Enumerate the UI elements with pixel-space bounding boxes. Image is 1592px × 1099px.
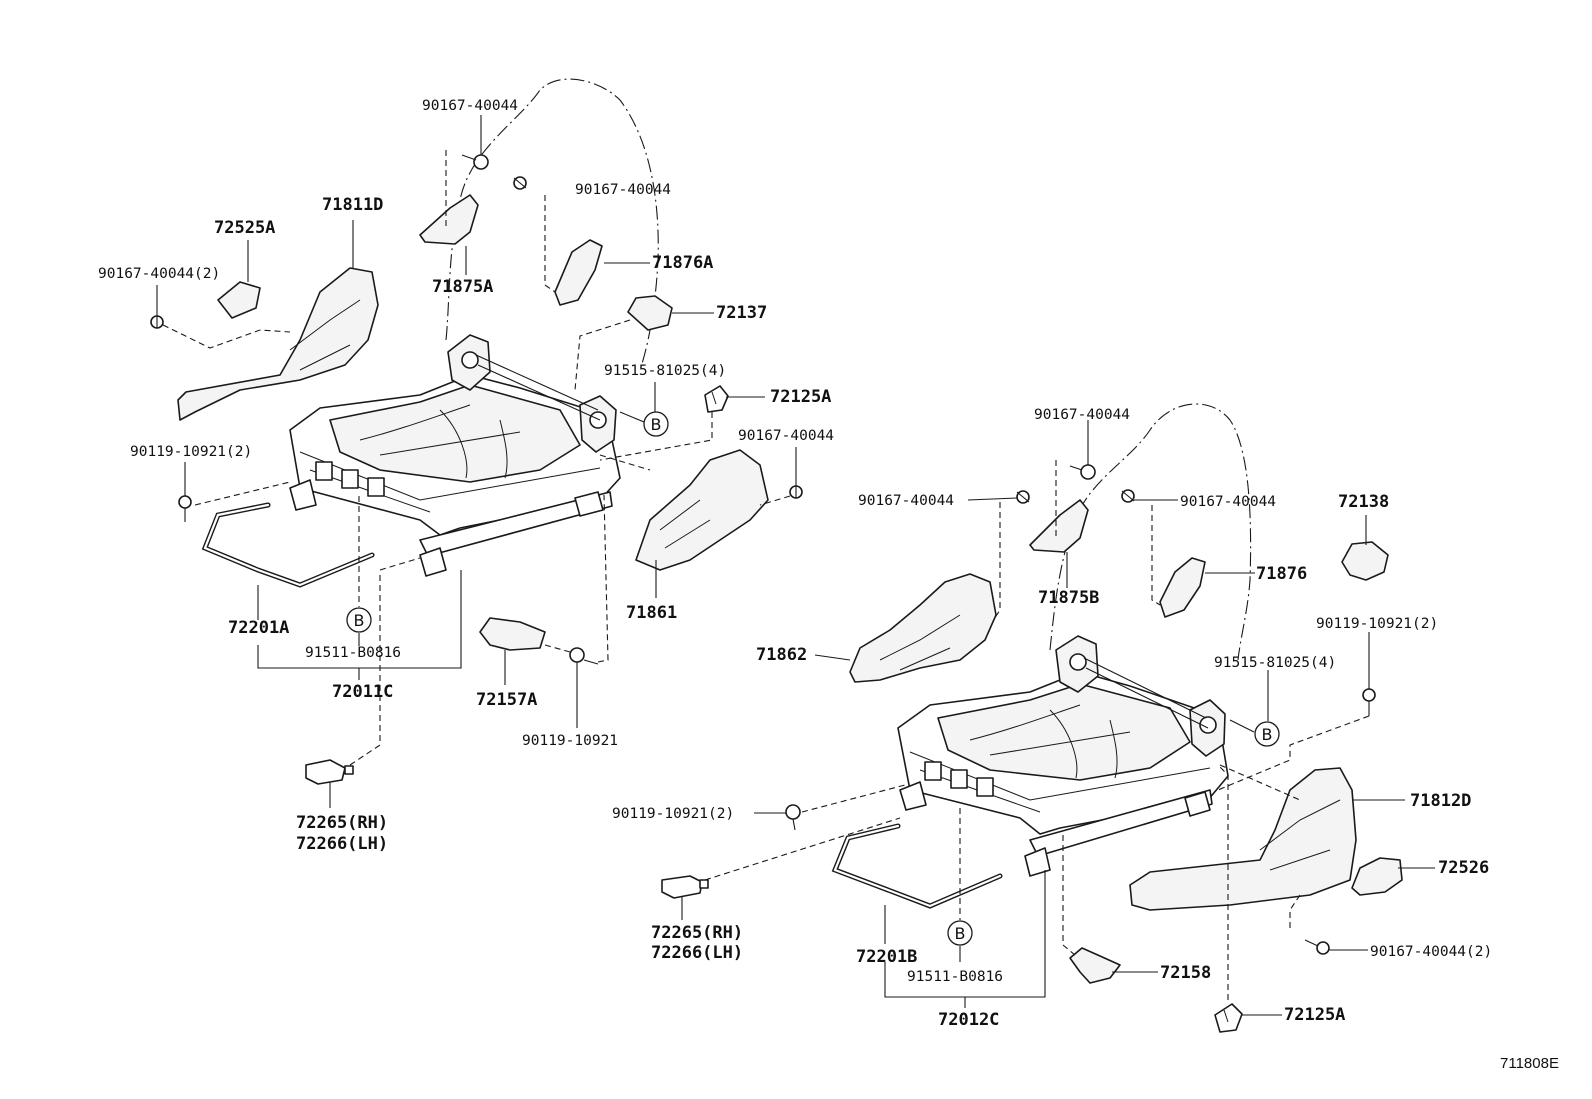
label-right-clip: 72125A <box>1284 1005 1345 1025</box>
right-bracket-71875B <box>1029 499 1089 553</box>
left-clip-icon <box>704 385 729 413</box>
label-right-bolt-set: 91515-81025(4) <box>1214 655 1336 671</box>
right-bolt-front-icon <box>785 804 801 831</box>
label-right-bolt-frame: 90119-10921(2) <box>1316 616 1438 632</box>
right-switch-icon <box>661 875 709 899</box>
label-right-frame-assy: 72012C <box>938 1010 999 1030</box>
label-right-bracket-left: 71875B <box>1038 588 1099 608</box>
diagram-id: 711808E <box>1500 1055 1559 1072</box>
label-left-cover-inner: 71811D <box>322 195 383 215</box>
label-left-bolt-handle: 90119-10921 <box>522 733 618 749</box>
label-right-ref-part: 91511-B0816 <box>907 969 1003 985</box>
right-lever <box>1069 947 1121 984</box>
label-right-inner-shield: 71862 <box>756 645 807 665</box>
label-left-cap-inner: 72525A <box>214 218 275 238</box>
right-bolt-left-icon <box>1016 490 1030 504</box>
label-right-switch-rh: 72265(RH) <box>651 923 743 943</box>
right-bolt-top-icon <box>1069 464 1096 480</box>
label-right-switch-lh: 72266(LH) <box>651 943 743 963</box>
label-left-clip: 72125A <box>770 387 831 407</box>
left-seatback-outline <box>445 78 659 371</box>
left-outer-shield <box>635 449 769 571</box>
svg-text:B: B <box>955 924 966 943</box>
label-left-spring: 72201A <box>228 618 289 638</box>
left-ref-circle-upper: B <box>643 411 669 437</box>
right-cover-72138 <box>1341 541 1389 581</box>
left-labels: 90167-40044 90167-40044 71811D 72525A 71… <box>98 98 834 854</box>
left-cover-72137 <box>627 295 673 331</box>
left-bolt-frame-icon <box>178 495 192 522</box>
label-left-switch-lh: 72266(LH) <box>296 834 388 854</box>
left-cap <box>217 281 261 319</box>
left-bolt-side-icon <box>789 485 803 499</box>
left-release-handle <box>479 617 546 651</box>
label-left-bracket-left: 71875A <box>432 277 493 297</box>
label-right-cap: 72526 <box>1438 858 1489 878</box>
label-right-bolt-left: 90167-40044 <box>858 493 954 509</box>
left-bolt-top-right-icon <box>513 176 527 190</box>
label-right-cover-small: 72138 <box>1338 492 1389 512</box>
label-right-bolt-right: 90167-40044 <box>1180 494 1276 510</box>
label-right-bolt-cover: 90167-40044(2) <box>1370 944 1492 960</box>
right-bracket-71876 <box>1159 557 1206 618</box>
right-bolt-cover-icon <box>1304 939 1330 955</box>
left-bolt-top-icon <box>461 154 489 170</box>
label-right-outer-cover: 71812D <box>1410 791 1471 811</box>
left-bolt-handle-icon <box>569 647 599 665</box>
label-left-switch-rh: 72265(RH) <box>296 813 388 833</box>
left-seat-frame <box>289 334 621 577</box>
label-left-bolt-cover: 90167-40044(2) <box>98 266 220 282</box>
label-right-bolt-front: 90119-10921(2) <box>612 806 734 822</box>
label-left-bracket-right: 71876A <box>652 253 713 273</box>
left-bracket-71875A <box>419 194 479 245</box>
right-ref-circle-upper: B <box>1254 721 1280 747</box>
label-right-lever: 72158 <box>1160 963 1211 983</box>
left-switch-icon <box>305 759 354 785</box>
right-seat-frame <box>897 635 1229 877</box>
label-left-cover-small: 72137 <box>716 303 767 323</box>
label-left-frame-assy: 72011C <box>332 682 393 702</box>
left-inner-cover <box>177 267 379 421</box>
label-left-ref-part: 91511-B0816 <box>305 645 401 661</box>
label-left-bolt-set: 91515-81025(4) <box>604 363 726 379</box>
label-right-bracket-right: 71876 <box>1256 564 1307 584</box>
right-cap <box>1351 857 1403 896</box>
label-left-bolt-frame: 90119-10921(2) <box>130 444 252 460</box>
left-seat-assembly: B B <box>150 78 803 808</box>
left-bracket-71876A <box>554 239 603 306</box>
svg-text:B: B <box>354 611 365 630</box>
label-left-outer-shield: 71861 <box>626 603 677 623</box>
left-spring <box>201 502 375 588</box>
right-outer-cover <box>1129 767 1357 911</box>
label-right-spring: 72201B <box>856 947 917 967</box>
right-spring <box>831 823 1003 909</box>
right-ref-circle-lower: B <box>947 920 973 946</box>
right-inner-shield <box>849 573 997 683</box>
left-bolt-cover-icon <box>150 315 164 329</box>
label-left-bolt-side: 90167-40044 <box>738 428 834 444</box>
label-left-bolt-top: 90167-40044 <box>422 98 518 114</box>
right-bolt-frame-icon <box>1362 688 1376 716</box>
label-left-bolt-top-right: 90167-40044 <box>575 182 671 198</box>
svg-text:B: B <box>1262 725 1273 744</box>
label-right-bolt-top: 90167-40044 <box>1034 407 1130 423</box>
left-ref-circle-lower: B <box>346 607 372 633</box>
right-bolt-right-icon <box>1121 489 1135 503</box>
label-left-release-handle: 72157A <box>476 690 537 710</box>
right-labels: 90167-40044 90167-40044 90167-40044 7213… <box>612 407 1492 1030</box>
svg-text:B: B <box>651 415 662 434</box>
right-clip-icon <box>1214 1003 1243 1033</box>
right-seat-assembly: B B <box>661 403 1435 1033</box>
